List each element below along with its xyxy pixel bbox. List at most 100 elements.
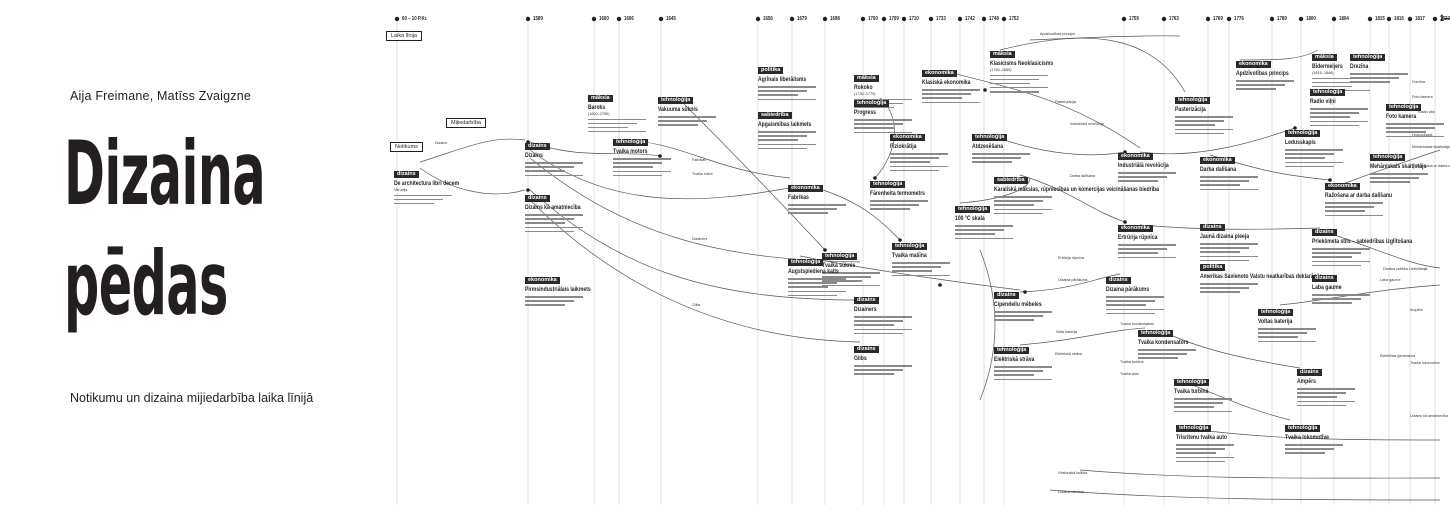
connection-node xyxy=(938,283,942,287)
body-text-line xyxy=(588,131,646,133)
interaction-line xyxy=(1019,273,1121,293)
lane-label: Ertrūrija rūpnīca xyxy=(1058,256,1085,260)
body-text-line xyxy=(892,262,950,264)
event-category-tag: politika xyxy=(758,66,784,75)
connection-node xyxy=(898,238,902,242)
year-label-end: 1— xyxy=(1440,13,1450,23)
interaction-line xyxy=(1139,224,1321,230)
body-text-line xyxy=(1200,188,1258,190)
event-title: Drezīna xyxy=(1350,63,1369,70)
body-text-line xyxy=(588,122,637,125)
event-title: Ertrūrija rūpnīca xyxy=(1118,234,1158,241)
event-title: Tvaika kondensators xyxy=(1138,339,1189,346)
body-text-line xyxy=(1325,202,1383,204)
body-text-line xyxy=(525,162,583,164)
event-category-tag: tehnoloģija xyxy=(1258,308,1294,317)
event-category-tag: ekonomika xyxy=(1200,156,1235,165)
body-text-line xyxy=(854,107,894,109)
event-text-lines xyxy=(1310,108,1388,126)
event-text-lines xyxy=(822,272,900,286)
lane-label: Ampērs xyxy=(1410,308,1423,312)
event-category-tag: dizains xyxy=(525,142,550,151)
event-title: Mehāniskais skaitļotājs xyxy=(1370,163,1427,170)
body-text-line xyxy=(1285,448,1334,450)
event-title: Progress xyxy=(854,109,876,116)
event-title: Klasiskā ekonomika xyxy=(922,79,971,86)
body-text-line xyxy=(758,98,816,100)
body-text-line xyxy=(1386,131,1426,133)
event-title: Fārenheita termometrs xyxy=(870,190,925,197)
lane-label: Volta baterija xyxy=(1056,330,1078,334)
event-category-tag: māksla xyxy=(990,50,1015,59)
event-text-lines xyxy=(1285,149,1363,167)
body-text-line xyxy=(890,153,948,155)
lane-label: Apdzīvotības princips xyxy=(1040,32,1076,36)
body-text-line xyxy=(822,280,862,282)
body-text-line xyxy=(788,208,837,210)
body-text-line xyxy=(758,135,807,137)
body-text-line xyxy=(1175,124,1215,126)
year-dot xyxy=(658,16,664,22)
body-text-line xyxy=(822,272,880,274)
body-text-line xyxy=(1200,247,1249,249)
event-title: Jaunā dizaina pieeja xyxy=(1200,233,1250,240)
lane-label: Drezīna xyxy=(1412,80,1425,84)
body-text-line xyxy=(525,300,574,302)
event-category-tag: ekonomika xyxy=(922,69,957,78)
event-category-tag: sabiedrība xyxy=(758,111,792,120)
body-text-line xyxy=(788,204,846,206)
body-text-line xyxy=(788,278,846,280)
body-text-line xyxy=(892,274,950,276)
body-text-line xyxy=(758,139,798,141)
year-dot xyxy=(901,16,907,22)
body-text-line xyxy=(1175,128,1233,130)
event-category-tag: tehnoloģija xyxy=(1386,103,1422,112)
event-category-tag: māksla xyxy=(588,94,613,103)
event-text-lines xyxy=(854,365,932,375)
event-title: Karaliskā mākslas, rūpniecības un komerc… xyxy=(994,186,1159,193)
interaction-line xyxy=(939,69,1141,149)
event-title: Klasicisms Neoklasicisms xyxy=(990,60,1054,67)
title-line-1: Dizaina xyxy=(64,122,266,225)
body-text-line xyxy=(658,124,698,126)
year-dot xyxy=(1298,16,1304,22)
interaction-line xyxy=(1029,35,1181,41)
body-text-line xyxy=(1200,251,1240,253)
body-text-line xyxy=(1258,336,1298,338)
interaction-line xyxy=(679,99,826,251)
event-text-lines xyxy=(1312,248,1390,266)
body-text-line xyxy=(588,118,646,121)
event-text-lines xyxy=(658,116,736,126)
body-text-line xyxy=(1312,264,1361,266)
body-text-line xyxy=(854,98,912,101)
body-text-line xyxy=(854,320,903,322)
event-text-lines xyxy=(758,131,836,149)
body-text-line xyxy=(1138,357,1178,359)
body-text-line xyxy=(1310,124,1359,126)
year-dot xyxy=(616,16,622,22)
event-category-tag: ekonomika xyxy=(1118,224,1153,233)
body-text-line xyxy=(613,174,662,176)
year-label: 1600 xyxy=(599,16,609,22)
body-text-line xyxy=(990,91,1039,93)
lane-label: Fabrikas xyxy=(692,158,707,162)
body-text-line xyxy=(788,290,846,292)
body-text-line xyxy=(854,131,912,133)
body-text-line xyxy=(1312,248,1370,250)
lane-label: Dizains kā amatniecība xyxy=(1410,414,1449,418)
body-text-line xyxy=(758,90,807,92)
year-dot xyxy=(1407,16,1413,22)
event-subtitle: (1750–1850) xyxy=(990,67,1012,72)
body-text-line xyxy=(972,161,1012,163)
body-text-line xyxy=(1285,157,1325,159)
year-label: 1815 xyxy=(1375,16,1385,22)
body-text-line xyxy=(1174,410,1232,412)
event-category-tag: tehnoloģija xyxy=(1285,424,1321,433)
year-dot xyxy=(394,16,400,22)
